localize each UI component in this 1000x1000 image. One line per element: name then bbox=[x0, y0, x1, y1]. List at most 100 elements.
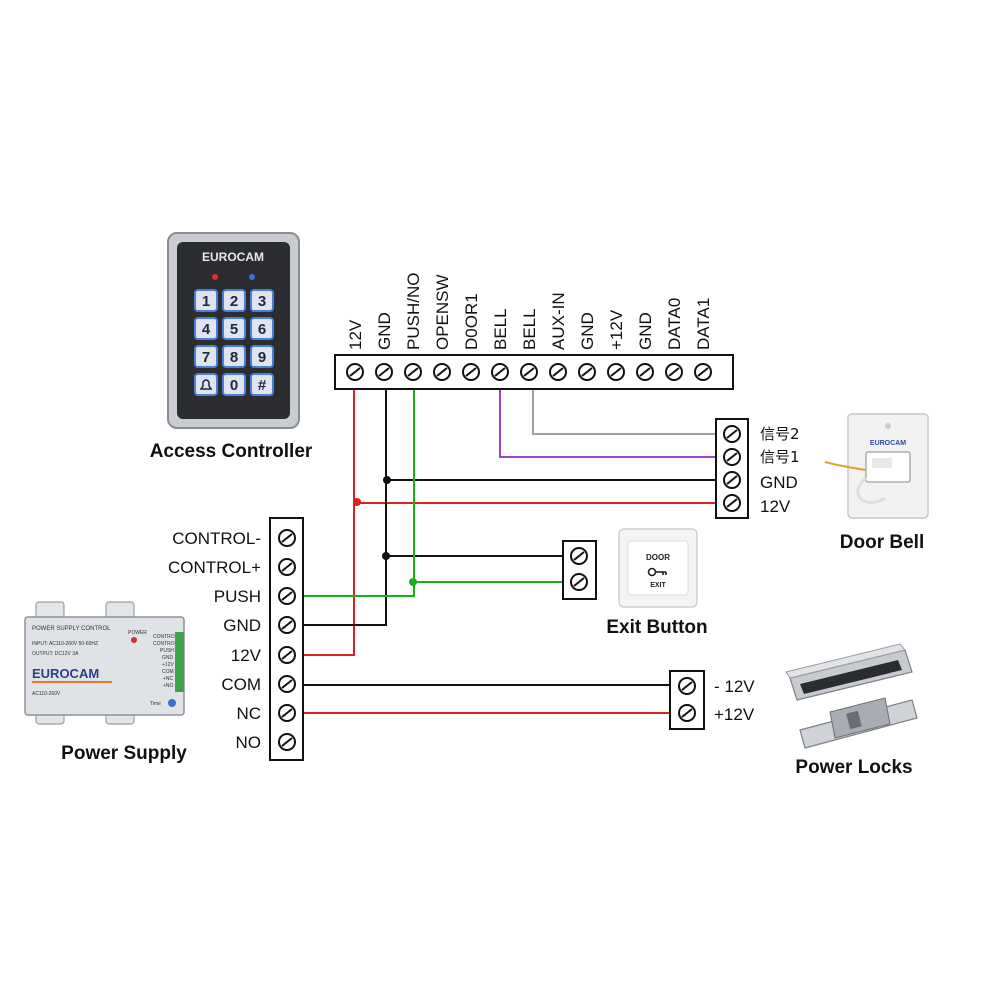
exit-button-face-bottom: EXIT bbox=[650, 582, 666, 589]
psu-panel-title: POWER SUPPLY CONTROL bbox=[32, 626, 111, 632]
bell-wires bbox=[824, 461, 867, 471]
controller-caption: Access Controller bbox=[150, 441, 313, 462]
wire-push bbox=[289, 373, 415, 597]
keypad-keys: 1 2 3 4 5 6 7 bbox=[194, 289, 274, 396]
terminal-label: DATA1 bbox=[694, 298, 713, 350]
terminal-screw-icon bbox=[665, 363, 683, 381]
terminal-screw-icon bbox=[278, 646, 296, 664]
terminal-screw-icon bbox=[278, 558, 296, 576]
key-label: 8 bbox=[230, 349, 238, 366]
exit-button-caption: Exit Button bbox=[606, 617, 707, 638]
psu-terminal-strip: CONTROL- CONTROL+ PUSH GND 12V COM NC NO bbox=[168, 517, 304, 761]
psu-side-label: CONTROL+ bbox=[153, 641, 180, 647]
terminal-screw-icon bbox=[404, 363, 422, 381]
power-led bbox=[131, 637, 137, 643]
terminal-block bbox=[269, 517, 304, 761]
key-label: 0 bbox=[230, 377, 238, 394]
key-label: 1 bbox=[202, 293, 210, 310]
terminal-screw-icon bbox=[723, 494, 741, 512]
terminal-screw-icon bbox=[520, 363, 538, 381]
power-supply-caption: Power Supply bbox=[61, 743, 187, 764]
terminal-screw-icon bbox=[723, 471, 741, 489]
psu-green-terminal bbox=[175, 632, 184, 692]
key-label: 2 bbox=[230, 293, 238, 310]
terminal-screw-icon bbox=[678, 677, 696, 695]
terminal-screw-icon bbox=[375, 363, 393, 381]
terminal-label: - 12V bbox=[714, 677, 755, 696]
key-icon bbox=[647, 567, 667, 577]
terminal-label: 12V bbox=[346, 319, 365, 350]
terminal-screw-icon bbox=[462, 363, 480, 381]
terminal-label: BELL bbox=[520, 308, 539, 350]
exit-button: DOOR EXIT Exit Button bbox=[562, 528, 708, 638]
key-label: # bbox=[258, 377, 267, 394]
terminal-screw-icon bbox=[346, 363, 364, 381]
terminal-screw-icon bbox=[278, 587, 296, 605]
power-locks: - 12V +12V Power Locks bbox=[669, 643, 918, 778]
psu-side-label: COM bbox=[162, 669, 174, 675]
key bbox=[222, 373, 246, 396]
junction-gnd-exit bbox=[382, 552, 390, 560]
key-label: 7 bbox=[202, 349, 210, 366]
psu-side-label: CONTROL- bbox=[153, 634, 179, 640]
key bbox=[194, 317, 218, 340]
exit-button-face-top: DOOR bbox=[646, 553, 670, 562]
terminal-screw-icon bbox=[549, 363, 567, 381]
terminal-screw-icon bbox=[278, 616, 296, 634]
terminal-label: CONTROL- bbox=[172, 529, 261, 548]
terminal-label: OPENSW bbox=[433, 274, 452, 350]
magnetic-lock bbox=[785, 643, 913, 701]
terminal-label: GND bbox=[375, 312, 394, 350]
psu-time-label: Time bbox=[150, 701, 161, 707]
electric-strike bbox=[799, 697, 918, 749]
terminal-label: 信号2 bbox=[760, 425, 800, 443]
key bbox=[250, 345, 274, 368]
psu-output-text: OUTPUT: DC12V 3A bbox=[32, 651, 79, 657]
key-label: 3 bbox=[258, 293, 266, 310]
mount-hole bbox=[885, 423, 891, 429]
psu-side-label: +NO bbox=[163, 683, 174, 689]
key bbox=[222, 289, 246, 312]
power-supply: POWER SUPPLY CONTROL INPUT: AC110-260V 5… bbox=[24, 601, 187, 764]
junction-gnd-bell bbox=[383, 476, 391, 484]
door-bell: 信号2 信号1 GND 12V EUROCAM Door Bell bbox=[715, 413, 929, 553]
terminal-screw-icon bbox=[723, 448, 741, 466]
terminal-screw-icon bbox=[278, 704, 296, 722]
key-label: 9 bbox=[258, 349, 266, 366]
terminal-screw-icon bbox=[278, 733, 296, 751]
terminal-label: NC bbox=[236, 704, 261, 723]
terminal-screw-icon bbox=[433, 363, 451, 381]
wire-12v bbox=[289, 373, 355, 656]
terminal-screw-icon bbox=[678, 704, 696, 722]
access-controller: EUROCAM 1 2 3 4 5 bbox=[150, 232, 313, 462]
time-knob-icon bbox=[168, 699, 176, 707]
terminal-screws bbox=[346, 363, 712, 381]
psu-model-text: AC110-260V bbox=[32, 691, 61, 697]
magnetic-lock-strip bbox=[800, 660, 902, 694]
key bbox=[250, 317, 274, 340]
terminal-screw-icon bbox=[578, 363, 596, 381]
terminal-screw-icon bbox=[694, 363, 712, 381]
bell-cable bbox=[856, 476, 886, 505]
wires bbox=[289, 373, 732, 714]
key-label: 4 bbox=[202, 321, 211, 338]
wire-gnd bbox=[289, 373, 387, 626]
terminal-labels: 12V GND PUSH/NO OPENSW D0OR1 BELL BELL A… bbox=[346, 273, 713, 350]
terminal-label: CONTROL+ bbox=[168, 558, 261, 577]
key bbox=[194, 289, 218, 312]
strike-body bbox=[829, 697, 891, 739]
bell-icon bbox=[199, 379, 213, 390]
key-label: 5 bbox=[230, 321, 238, 338]
key-label: 6 bbox=[258, 321, 266, 338]
exit-button-face bbox=[627, 540, 689, 596]
key bbox=[222, 345, 246, 368]
bell-label-sticker bbox=[872, 458, 892, 468]
power-locks-caption: Power Locks bbox=[795, 757, 912, 778]
strike-keeper bbox=[846, 710, 862, 730]
psu-side-label: +12V bbox=[162, 662, 174, 668]
psu-side-label: GND bbox=[162, 655, 174, 661]
junction-12v bbox=[353, 498, 361, 506]
terminal-label: GND bbox=[636, 312, 655, 350]
key bbox=[222, 317, 246, 340]
terminal-label: COM bbox=[221, 675, 261, 694]
